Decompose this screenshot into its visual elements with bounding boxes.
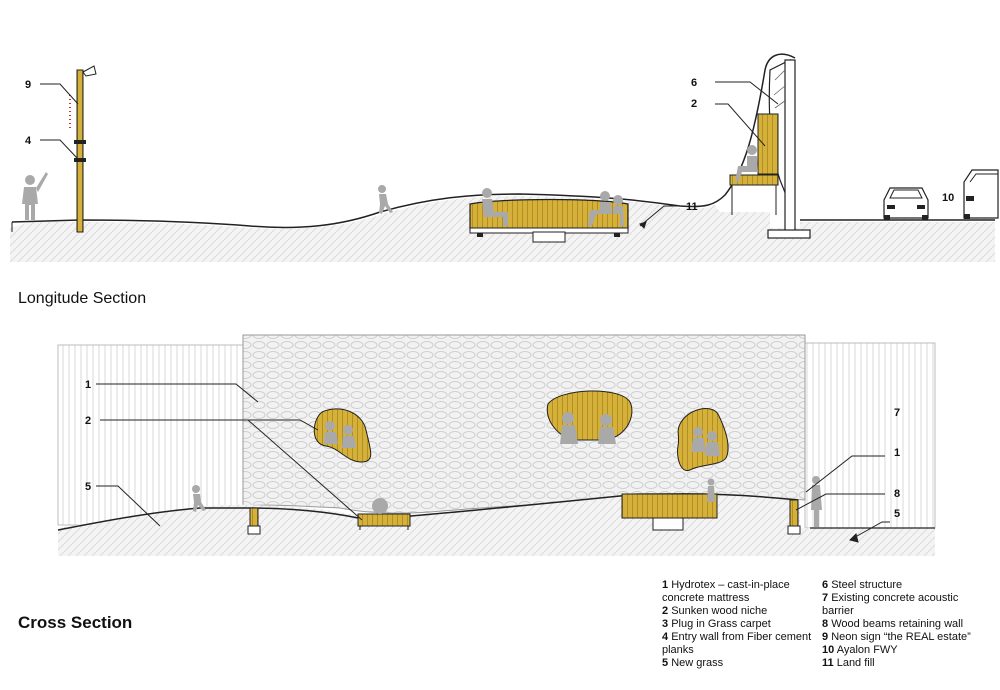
cross-callout-2: 2 [85, 415, 91, 427]
wood-retaining-posts [247, 499, 801, 535]
cross-callout-1b: 1 [894, 447, 900, 459]
legend-item-number: 7 [822, 592, 829, 604]
legend-item-number: 9 [822, 631, 829, 643]
car-rear [963, 169, 999, 219]
callout-4: 4 [25, 135, 32, 147]
legend-item-text: Plug in Grass carpet [671, 618, 771, 630]
legend-item: 5 New grass [662, 657, 812, 670]
sunken-niche-left [357, 513, 411, 527]
legend-item-number: 5 [662, 657, 669, 669]
person-waving-figure [22, 172, 48, 220]
legend-item-text: Land fill [836, 657, 875, 669]
person-island-center-figure [560, 412, 616, 444]
cross-section-title: Cross Section [18, 613, 133, 632]
left-barrier-wall [57, 344, 244, 526]
callout-10: 10 [942, 192, 954, 204]
legend-item: 11 Land fill [822, 657, 992, 670]
cross-leader-lines [96, 383, 890, 543]
legend-item: 3 Plug in Grass carpet [662, 618, 812, 631]
person-running-figure [378, 185, 393, 214]
legend-item-number: 8 [822, 618, 829, 630]
legend-item-text: Neon sign “the REAL estate” [831, 631, 971, 643]
right-barrier-wall [804, 342, 936, 529]
legend-item-text: Ayalon FWY [836, 644, 898, 656]
person-island-left-figure [324, 421, 356, 448]
legend-item-number: 2 [662, 605, 669, 617]
person-running-cross-figure [192, 485, 206, 512]
legend-item: 6 Steel structure [822, 579, 992, 592]
legend-item: 4 Entry wall from Fiber cement planks [662, 631, 812, 657]
legend-item-text: New grass [671, 657, 724, 669]
person-standing-niche-figure [707, 478, 715, 502]
cross-section: 1 2 5 7 1 8 5 [57, 334, 936, 556]
cross-callout-1: 1 [85, 379, 91, 391]
legend-item-number: 3 [662, 618, 669, 630]
legend-item-number: 11 [822, 657, 834, 669]
legend-item-text: Hydrotex – cast-in-place concrete mattre… [662, 579, 790, 604]
legend-item: 8 Wood beams retaining wall [822, 618, 992, 631]
wood-island-center [546, 390, 633, 441]
cross-callout-5: 5 [85, 481, 91, 493]
cross-callout-7: 7 [894, 407, 900, 419]
legend-item-text: Existing concrete acoustic barrier [822, 592, 959, 617]
person-niche-figure [372, 498, 388, 514]
legend-item: 9 Neon sign “the REAL estate” [822, 631, 992, 644]
legend-item-number: 4 [662, 631, 669, 643]
person-sitting-right-figure [588, 191, 624, 226]
longitude-section: 9 4 6 2 11 10 [10, 53, 999, 262]
longitude-section-title: Longitude Section [18, 290, 147, 307]
legend-item-text: Wood beams retaining wall [831, 618, 964, 630]
person-island-right-figure [691, 427, 720, 456]
wall-wood-niche [757, 113, 779, 175]
legend-item: 10 Ayalon FWY [822, 644, 992, 657]
legend-item-number: 1 [662, 579, 669, 591]
long-leader-lines [40, 81, 779, 229]
callout-6: 6 [691, 77, 697, 89]
long-terrain-line [11, 53, 796, 229]
long-people [22, 145, 758, 226]
person-sitting-left-figure [482, 188, 508, 226]
legend-item-text: Steel structure [831, 579, 903, 591]
callout-9: 9 [25, 79, 31, 91]
cross-callout-8: 8 [894, 488, 900, 500]
sunken-niche-right [621, 493, 718, 531]
callout-11: 11 [686, 201, 698, 213]
legend-item-number: 10 [822, 644, 835, 656]
cross-callout-5b: 5 [894, 508, 900, 520]
person-on-wall-figure [735, 145, 758, 182]
car-front [883, 187, 929, 220]
neon-sign-pole [69, 65, 97, 233]
legend-item-text: Sunken wood niche [671, 605, 768, 617]
callout-2: 2 [691, 98, 697, 110]
legend-item: 1 Hydrotex – cast-in-place concrete matt… [662, 579, 812, 605]
legend-item: 7 Existing concrete acoustic barrier [822, 592, 992, 618]
legend-item: 2 Sunken wood niche [662, 605, 812, 618]
legend-item-text: Entry wall from Fiber cement planks [662, 631, 812, 656]
cross-people [192, 412, 822, 527]
legend-left-column: 1 Hydrotex – cast-in-place concrete matt… [662, 579, 812, 670]
legend-item-number: 6 [822, 579, 829, 591]
